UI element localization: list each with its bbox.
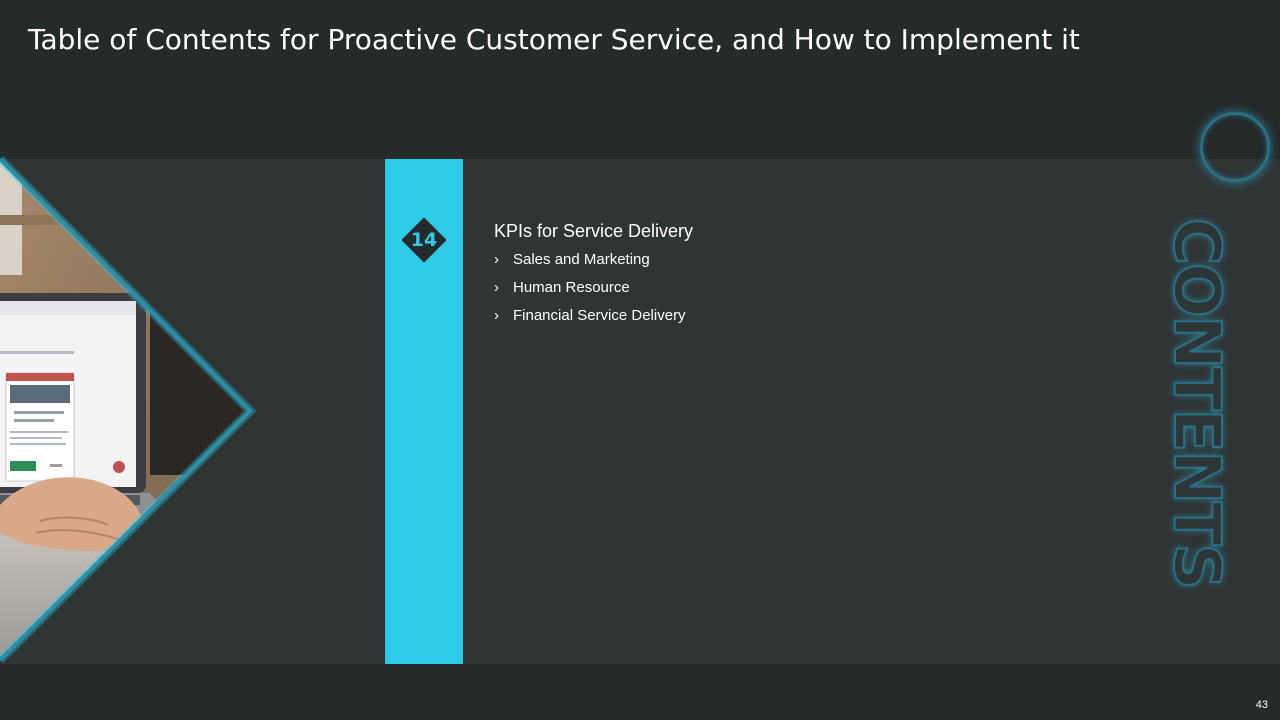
list-item: › Sales and Marketing [494,248,686,276]
section-heading: KPIs for Service Delivery [494,221,694,241]
circle-outline-icon [1200,112,1270,182]
section-number: 14 [410,229,438,251]
laptop-photo [0,155,270,670]
section-number-badge: 14 [401,217,447,263]
list-item-label: Sales and Marketing [513,251,650,268]
page-number: 43 [1255,699,1268,711]
list-item: › Human Resource [494,276,686,304]
chevron-right-icon: › [494,279,499,296]
list-item: › Financial Service Delivery [494,304,686,332]
chevron-right-icon: › [494,307,499,324]
slide-title: Table of Contents for Proactive Customer… [28,23,1080,56]
list-item-label: Financial Service Delivery [513,307,686,324]
chevron-right-icon: › [494,251,499,268]
subitem-list: › Sales and Marketing › Human Resource › Fi… [494,248,686,332]
contents-vertical-label: CONTENTS [1158,217,1234,589]
list-item-label: Human Resource [513,279,630,296]
